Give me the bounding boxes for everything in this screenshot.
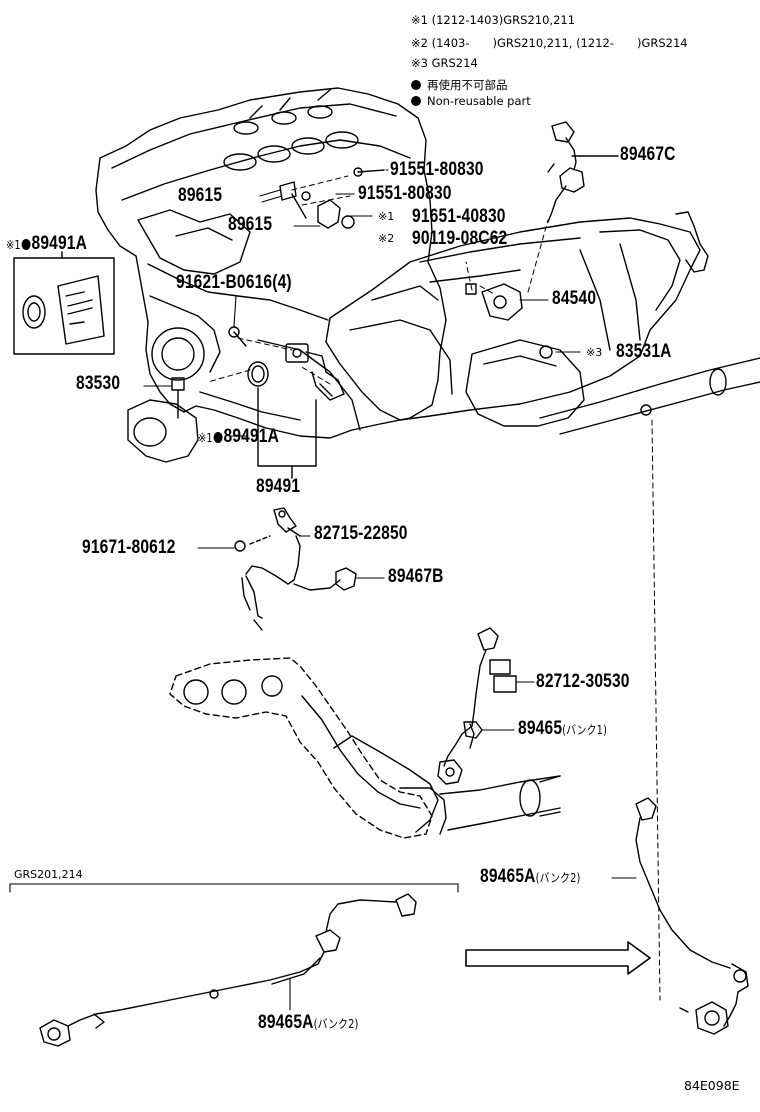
part-89491A-top-number: 89491A [31, 233, 88, 254]
mark-1: ※1 [378, 210, 395, 223]
part-83530[interactable]: 83530 [76, 373, 121, 394]
sensor-89491-group [247, 343, 345, 479]
part-89615-a[interactable]: 89615 [178, 185, 223, 206]
exhaust-pipe-upper [539, 357, 760, 435]
sensor-89467B-group [234, 507, 357, 631]
exhaust-manifold [169, 657, 561, 839]
part-91671[interactable]: 91671-80612 [82, 537, 176, 558]
part-89491A-bottom-number: 89491A [223, 426, 280, 447]
part-89465[interactable]: 89465(バンク1) [518, 718, 607, 740]
dashed-leaders-upper [207, 175, 661, 1001]
part-91621[interactable]: 91621-B0616(4) [176, 272, 292, 293]
mark-2: ※2 [378, 232, 395, 245]
diagram-code: 84E098E [684, 1078, 740, 1093]
part-83531A[interactable]: 83531A [616, 341, 672, 362]
part-90119[interactable]: 90119-08C62 [412, 228, 508, 249]
note-4-text: 再使用不可部品 [427, 78, 508, 92]
leader-lines [61, 155, 637, 1011]
part-82715[interactable]: 82715-22850 [314, 523, 408, 544]
part-89491[interactable]: 89491 [256, 476, 301, 497]
bullet-icon [411, 96, 421, 106]
sensor-89465-group [437, 627, 517, 785]
note-2: ※2 (1403- )GRS210,211, (1212- )GRS214 [411, 36, 688, 50]
part-89491A-top[interactable]: ※1 89491A [6, 233, 87, 255]
part-89465A-right-number: 89465A [480, 866, 536, 887]
note-1: ※1 (1212-1403)GRS210,211 [411, 13, 576, 27]
part-91651[interactable]: 91651-40830 [412, 206, 506, 227]
note-5-text: Non-reusable part [427, 94, 531, 108]
part-84540[interactable]: 84540 [552, 288, 597, 309]
part-89465A-right-bank: (バンク2) [535, 871, 581, 885]
grs-section-label: GRS201,214 [14, 868, 83, 881]
sensor-89465A-left [39, 893, 417, 1047]
part-89465A-left-number: 89465A [258, 1012, 314, 1033]
engine-block [95, 87, 447, 463]
mark-89491A-bottom: ※1 [198, 431, 213, 445]
note-non-reusable-en: Non-reusable part [411, 94, 531, 108]
part-89491A-bottom[interactable]: ※1 89491A [198, 426, 279, 448]
mark-89491A-top: ※1 [6, 238, 21, 252]
upper-small-parts [228, 121, 619, 359]
part-91551-a[interactable]: 91551-80830 [390, 159, 484, 180]
non-reusable-icon [213, 432, 223, 443]
part-89465-number: 89465 [518, 718, 563, 739]
part-89615-b[interactable]: 89615 [228, 214, 273, 235]
part-89465A-left[interactable]: 89465A(バンク2) [258, 1012, 359, 1034]
part-89465A-right[interactable]: 89465A(バンク2) [480, 866, 581, 888]
part-89465A-left-bank: (バンク2) [313, 1017, 359, 1031]
direction-arrow [465, 941, 651, 975]
bullet-icon [411, 80, 421, 90]
part-89467B[interactable]: 89467B [388, 566, 444, 587]
mark-3: ※3 [586, 346, 603, 359]
non-reusable-icon [21, 239, 31, 250]
transmission [325, 211, 709, 427]
gasket-box-89491A [13, 251, 115, 355]
part-89467C[interactable]: 89467C [620, 144, 676, 165]
part-91551-b[interactable]: 91551-80830 [358, 183, 452, 204]
sensor-89465A-right [635, 797, 749, 1035]
bolt-83530 [171, 377, 185, 419]
part-82712[interactable]: 82712-30530 [536, 671, 630, 692]
note-non-reusable-ja: 再使用不可部品 [411, 77, 508, 93]
part-89465-bank: (バンク1) [562, 723, 608, 737]
grs-section-bracket [9, 883, 459, 893]
note-3: ※3 GRS214 [411, 56, 478, 70]
